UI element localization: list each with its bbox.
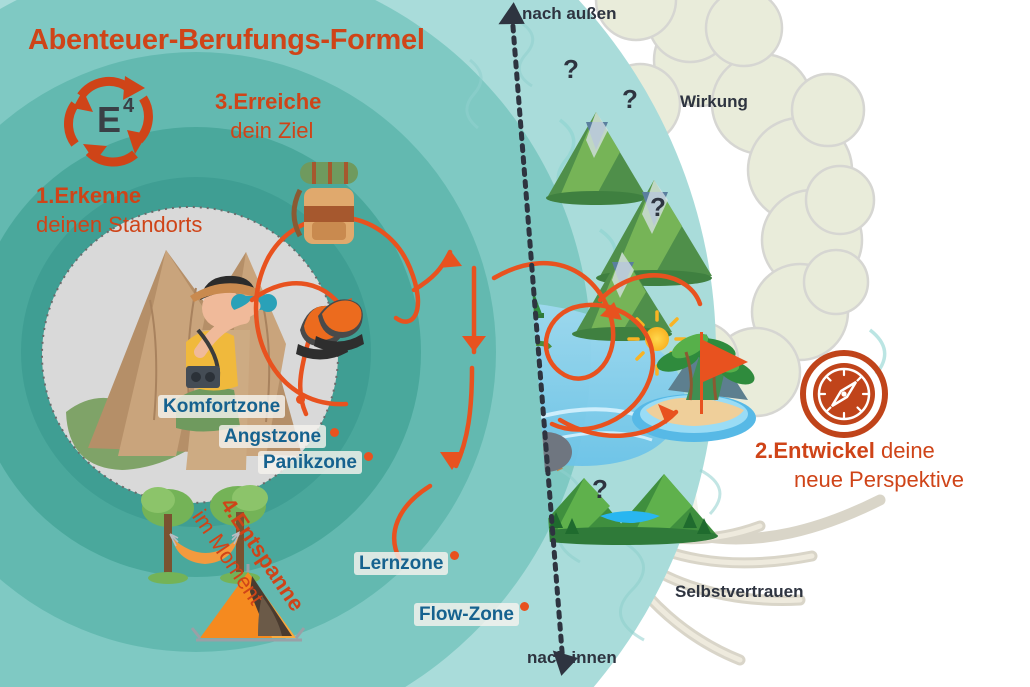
zone-dot-flow-zone bbox=[520, 602, 529, 611]
step-2-caption: 2.Entwickel deine neue Perspektive bbox=[755, 437, 1015, 494]
mountain-icon bbox=[526, 474, 718, 545]
compass-icon bbox=[800, 350, 888, 438]
zone-label-panikzone: Panikzone bbox=[258, 451, 362, 474]
outcome-label-selbstvertrauen: Selbstvertrauen bbox=[675, 582, 804, 601]
e4-letter: E bbox=[97, 99, 121, 140]
zone-label-lernzone: Lernzone bbox=[354, 552, 449, 575]
step-2-number: 2.Entwickel bbox=[755, 438, 875, 463]
zone-label-flow-zone: Flow-Zone bbox=[414, 603, 519, 626]
flag-pole bbox=[700, 332, 703, 414]
camera-icon bbox=[186, 366, 220, 388]
step-1-caption: 1.Erkenne deinen Standorts bbox=[36, 182, 202, 239]
zone-dot-angstzone bbox=[330, 428, 339, 437]
step-3-caption: 3.Erreiche dein Ziel bbox=[215, 88, 321, 145]
step-3-text: dein Ziel bbox=[230, 117, 314, 143]
axis-label-inward: nach innen bbox=[527, 648, 617, 667]
question-mark-icon: ? bbox=[592, 474, 608, 504]
question-mark-icon: ? bbox=[563, 54, 579, 84]
zone-label-komfortzone: Komfortzone bbox=[158, 395, 286, 418]
axis-arrow-inward bbox=[552, 650, 578, 676]
inward-outward-axis bbox=[509, 11, 566, 667]
e4-exponent: 4 bbox=[123, 95, 135, 117]
adventure-scene bbox=[512, 112, 887, 579]
zone-dot-komfortzone bbox=[296, 395, 305, 404]
axis-label-outward: nach außen bbox=[522, 4, 617, 23]
step-1-text: deinen Standorts bbox=[36, 211, 203, 237]
question-mark-icon: ? bbox=[622, 84, 638, 114]
zone-dot-panikzone bbox=[364, 452, 373, 461]
step-1-number: 1.Erkenne bbox=[36, 183, 142, 208]
mountain-icon bbox=[546, 112, 646, 205]
axis-arrow-outward bbox=[498, 2, 525, 25]
hiking-boots-icon bbox=[296, 299, 364, 360]
flag-icon bbox=[703, 340, 748, 382]
island-with-flag-icon bbox=[632, 332, 756, 442]
question-mark-icon: ? bbox=[650, 192, 666, 222]
zone-label-angstzone: Angstzone bbox=[219, 425, 327, 448]
step-2-text: deine bbox=[874, 438, 935, 463]
backpack-icon bbox=[291, 162, 358, 244]
e4-cycle-logo: E 4 bbox=[64, 76, 153, 167]
page-title: Abenteuer-Berufungs-Formel bbox=[28, 24, 425, 56]
step-2-text-2: neue Perspektive bbox=[794, 466, 964, 492]
step-3-number: 3.Erreiche bbox=[215, 89, 322, 114]
outcome-label-wirkung: Wirkung bbox=[680, 92, 748, 111]
zone-dot-lernzone bbox=[450, 551, 459, 560]
tent-icon bbox=[190, 564, 306, 642]
